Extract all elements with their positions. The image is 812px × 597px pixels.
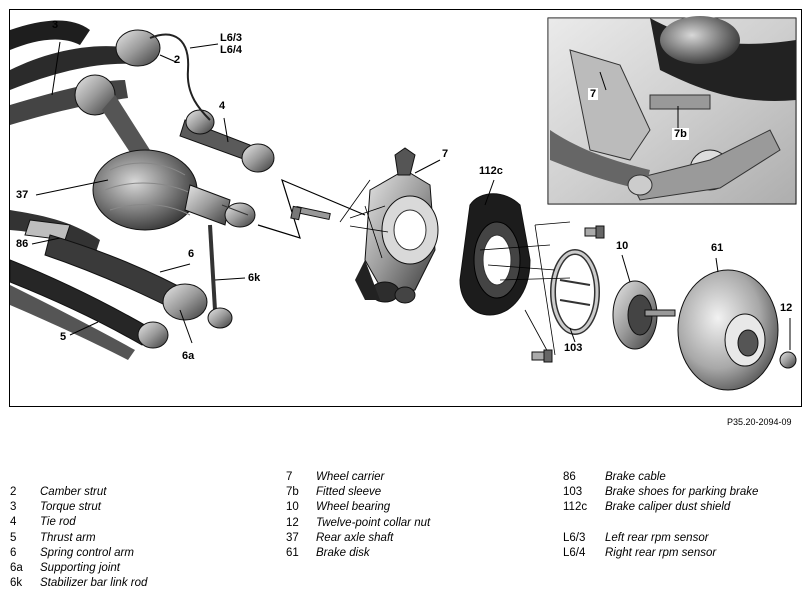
legend-code: 112c bbox=[563, 501, 588, 514]
legend-code: 10 bbox=[286, 501, 299, 514]
exploded-view-figure: 3 2 L6/3 L6/4 4 37 86 6 6k 5 6a 7 112c 1… bbox=[9, 9, 802, 407]
callout-12: 12 bbox=[780, 302, 793, 314]
callout-l6-3: L6/3 bbox=[220, 32, 243, 44]
callout-4: 4 bbox=[219, 100, 226, 112]
legend-code: 6 bbox=[10, 546, 17, 559]
legend-code: 4 bbox=[10, 516, 17, 529]
legend-text: Spring control arm bbox=[40, 546, 134, 559]
leader-lines bbox=[31, 41, 791, 350]
callout-103: 103 bbox=[564, 342, 583, 354]
legend-text: Thrust arm bbox=[40, 531, 96, 544]
figure-reference: P35.20-2094-09 bbox=[727, 417, 792, 427]
legend-code: 3 bbox=[10, 501, 17, 514]
legend-text: Tie rod bbox=[40, 516, 76, 529]
legend-text: Brake cable bbox=[605, 471, 666, 483]
callout-86: 86 bbox=[16, 238, 29, 250]
legend-text: Wheel bearing bbox=[316, 501, 391, 514]
legend-code: 37 bbox=[286, 531, 299, 544]
legend-code: 12 bbox=[286, 516, 299, 529]
legend-text: Wheel carrier bbox=[316, 471, 385, 483]
dust-shield bbox=[459, 193, 531, 316]
wheel-bearing bbox=[612, 280, 676, 350]
legend-text: Torque strut bbox=[40, 501, 101, 514]
legend-code: 6a bbox=[10, 561, 23, 574]
inset-callout-7b: 7b bbox=[672, 128, 689, 140]
legend-text: Left rear rpm sensor bbox=[605, 531, 709, 544]
legend-code: 5 bbox=[10, 531, 17, 544]
legend-code: L6/4 bbox=[563, 546, 586, 559]
legend-text: Supporting joint bbox=[40, 561, 120, 574]
collar-nut bbox=[779, 351, 797, 369]
wheel-carrier bbox=[355, 147, 439, 304]
callout-2: 2 bbox=[174, 54, 181, 66]
legend-code: 6k bbox=[10, 577, 23, 590]
legend-code: 103 bbox=[563, 486, 583, 499]
legend-text: Twelve-point collar nut bbox=[316, 516, 431, 529]
carrier-bolt bbox=[290, 205, 331, 221]
legend-text: Brake caliper dust shield bbox=[605, 501, 731, 514]
exploded-view-drawing bbox=[10, 10, 797, 391]
callout-3: 3 bbox=[52, 19, 59, 31]
legend-code: 7b bbox=[286, 486, 299, 499]
detail-inset bbox=[547, 16, 797, 205]
legend-code: L6/3 bbox=[563, 531, 586, 544]
callout-6k: 6k bbox=[248, 272, 261, 284]
callout-l6-4: L6/4 bbox=[220, 44, 243, 56]
callout-10: 10 bbox=[616, 240, 629, 252]
callout-6a: 6a bbox=[182, 350, 195, 362]
screws bbox=[531, 225, 605, 363]
callout-7: 7 bbox=[442, 148, 449, 160]
guide-lines-left bbox=[339, 179, 389, 259]
brake-shoes bbox=[550, 249, 600, 335]
suspension-assembly bbox=[10, 10, 275, 360]
callout-5: 5 bbox=[60, 331, 67, 343]
callout-6: 6 bbox=[188, 248, 195, 260]
legend-code: 86 bbox=[563, 471, 576, 483]
legend-text: Fitted sleeve bbox=[316, 486, 382, 499]
legend-text: Stabilizer bar link rod bbox=[40, 577, 148, 590]
legend-code: 61 bbox=[286, 546, 299, 559]
callout-112c: 112c bbox=[479, 165, 503, 177]
inset-callout-7: 7 bbox=[588, 88, 599, 100]
callout-61: 61 bbox=[711, 242, 724, 254]
legend-text: Brake shoes for parking brake bbox=[605, 486, 759, 499]
brake-disk bbox=[677, 269, 779, 391]
legend-text: Camber strut bbox=[40, 486, 107, 498]
legend-text: Right rear rpm sensor bbox=[605, 546, 717, 559]
legend-text: Brake disk bbox=[316, 546, 370, 559]
legend-code: 2 bbox=[10, 486, 17, 498]
guide-lines-middle bbox=[479, 221, 571, 357]
callout-37: 37 bbox=[16, 189, 29, 201]
legend-text: Rear axle shaft bbox=[316, 531, 394, 544]
break-line bbox=[257, 178, 366, 239]
legend-code: 7 bbox=[286, 471, 293, 483]
